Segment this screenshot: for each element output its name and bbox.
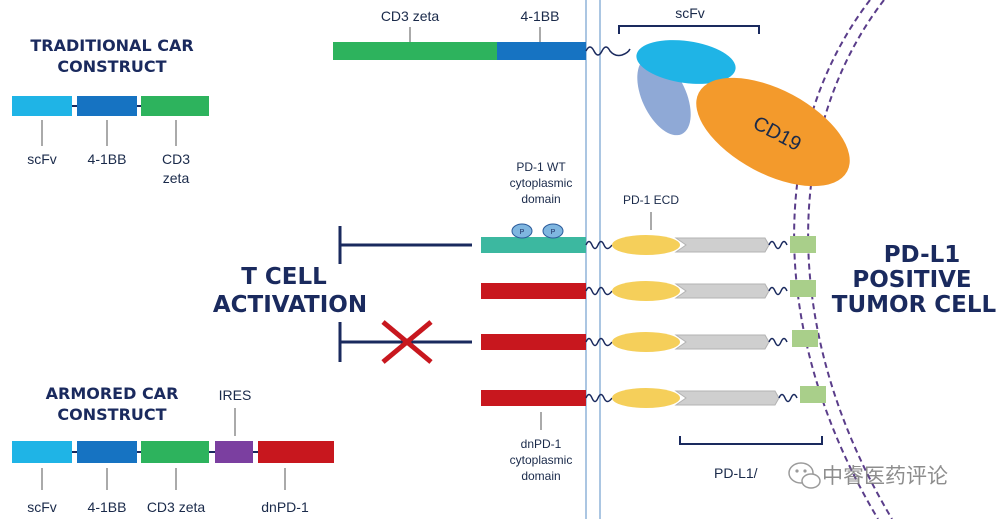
dnpd1-row-4 [481, 386, 826, 408]
tumor-line3: TUMOR CELL [832, 292, 997, 318]
armored-dnpd1-segment [258, 441, 334, 463]
armored-title-line1: ARMORED CAR [46, 384, 179, 403]
top-cd3zeta-segment [333, 42, 498, 60]
row4-tm-squiggle [585, 393, 613, 403]
watermark-text: 中睿医药评论 [822, 464, 948, 488]
traditional-label-cd3: CD3 [162, 151, 190, 167]
wt-label-line1: PD-1 WT [516, 160, 566, 174]
traditional-41bb-segment [77, 96, 137, 116]
row2-pdl1-body [674, 283, 770, 299]
row4-pdl1-intracellular [800, 386, 826, 403]
armored-construct [12, 441, 334, 490]
watermark: 中睿医药评论 [788, 462, 948, 489]
armored-41bb-segment [77, 441, 137, 463]
phospho-site-2 [542, 223, 564, 239]
row2-tm-squiggle [585, 286, 613, 296]
wechat-icon [788, 462, 821, 489]
armored-cd3zeta-segment [141, 441, 209, 463]
phospho-label-1: P [520, 229, 525, 236]
row4-dnpd1-domain [481, 390, 586, 406]
row2-pd1-ecd [612, 281, 680, 301]
row2-pdl1-squiggle [768, 286, 788, 296]
dn-label-line1: dnPD-1 [521, 437, 562, 451]
traditional-label-zeta: zeta [163, 170, 190, 186]
phospho-label-2: P [551, 229, 556, 236]
row1-pd1-ecd [612, 235, 680, 255]
wt-label-line2: cytoplasmic [510, 176, 573, 190]
pd1-wt-cytoplasmic-domain [481, 237, 586, 253]
row2-dnpd1-domain [481, 283, 586, 299]
row3-tm-squiggle [585, 337, 613, 347]
row4-pd1-ecd [612, 388, 680, 408]
inhibition-symbol-top [338, 226, 472, 264]
traditional-construct [12, 96, 209, 146]
armored-ires-label: IRES [219, 387, 252, 403]
tumor-membrane-inner [807, 0, 893, 519]
top-scfv-label: scFv [675, 5, 705, 21]
blocked-cross-icon [381, 320, 433, 364]
tumor-membrane-outer [793, 0, 879, 519]
dn-label-line2: cytoplasmic [510, 453, 573, 467]
dn-label-line3: domain [521, 469, 560, 483]
traditional-title-line1: TRADITIONAL CAR [30, 36, 193, 55]
armored-ires-segment [215, 441, 253, 463]
row3-pd1-ecd [612, 332, 680, 352]
row3-pdl1-body [674, 334, 770, 350]
row2-pdl1-intracellular [790, 280, 816, 297]
traditional-title-line2: CONSTRUCT [57, 57, 166, 76]
armored-label-cd3zeta: CD3 zeta [147, 499, 206, 515]
dnpd1-row-3 [481, 330, 818, 352]
pd1-wt-row: P P [481, 223, 816, 255]
ecd-label: PD-1 ECD [623, 193, 679, 207]
row4-pdl1-body [674, 390, 780, 406]
activation-line2: ACTIVATION [213, 292, 367, 318]
top-cd3zeta-label: CD3 zeta [381, 8, 440, 24]
top-41bb-segment [497, 42, 586, 60]
armored-label-scfv: scFv [27, 499, 57, 515]
pdl1-bracket-label: PD-L1/ [714, 465, 758, 481]
row4-pdl1-squiggle [778, 393, 798, 403]
wt-label-line3: domain [521, 192, 560, 206]
tumor-line2: POSITIVE [852, 267, 971, 293]
row3-pdl1-squiggle [768, 337, 788, 347]
traditional-scfv-segment [12, 96, 72, 116]
row1-tm-squiggle [585, 240, 613, 250]
traditional-label-scfv: scFv [27, 151, 57, 167]
phospho-site-1 [511, 223, 533, 239]
dnpd1-row-2 [481, 280, 816, 301]
tumor-line1: PD-L1 [884, 242, 961, 268]
scfv-bracket [618, 25, 760, 34]
top-41bb-label: 4-1BB [521, 8, 560, 24]
row3-dnpd1-domain [481, 334, 586, 350]
scfv-heavy-chain [636, 40, 736, 84]
armored-title-line2: CONSTRUCT [57, 405, 166, 424]
traditional-cd3zeta-segment [141, 96, 209, 116]
top-hinge-squiggle [585, 46, 631, 57]
pdl1-bracket [679, 436, 823, 445]
armored-label-41bb: 4-1BB [88, 499, 127, 515]
activation-line1: T CELL [241, 264, 327, 290]
traditional-label-41bb: 4-1BB [88, 151, 127, 167]
cd19-antigen [696, 77, 850, 187]
armored-scfv-segment [12, 441, 72, 463]
row1-pdl1-body [674, 237, 770, 253]
row1-pdl1-squiggle [768, 240, 788, 250]
row1-pdl1-intracellular [790, 236, 816, 253]
row3-pdl1-intracellular [792, 330, 818, 347]
armored-label-dnpd1: dnPD-1 [261, 499, 309, 515]
